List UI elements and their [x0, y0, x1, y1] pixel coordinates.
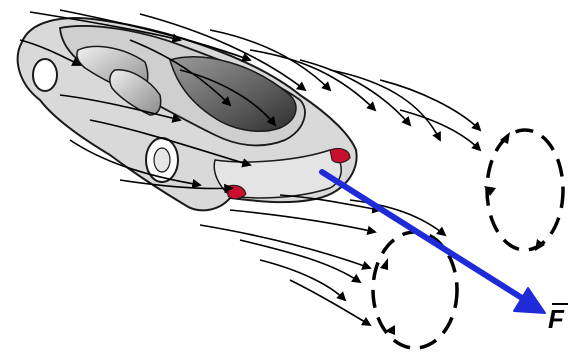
streamline — [260, 260, 345, 300]
streamline — [200, 225, 370, 268]
force-label-text: F — [548, 304, 564, 334]
streamline — [290, 280, 370, 325]
vortex-icon — [373, 130, 563, 348]
streamline — [400, 110, 480, 150]
force-arrow-icon — [322, 172, 545, 313]
overbar — [552, 303, 568, 305]
streamline — [380, 80, 480, 130]
force-label: F — [548, 306, 564, 332]
car-icon — [18, 18, 357, 210]
streamline — [230, 210, 375, 232]
